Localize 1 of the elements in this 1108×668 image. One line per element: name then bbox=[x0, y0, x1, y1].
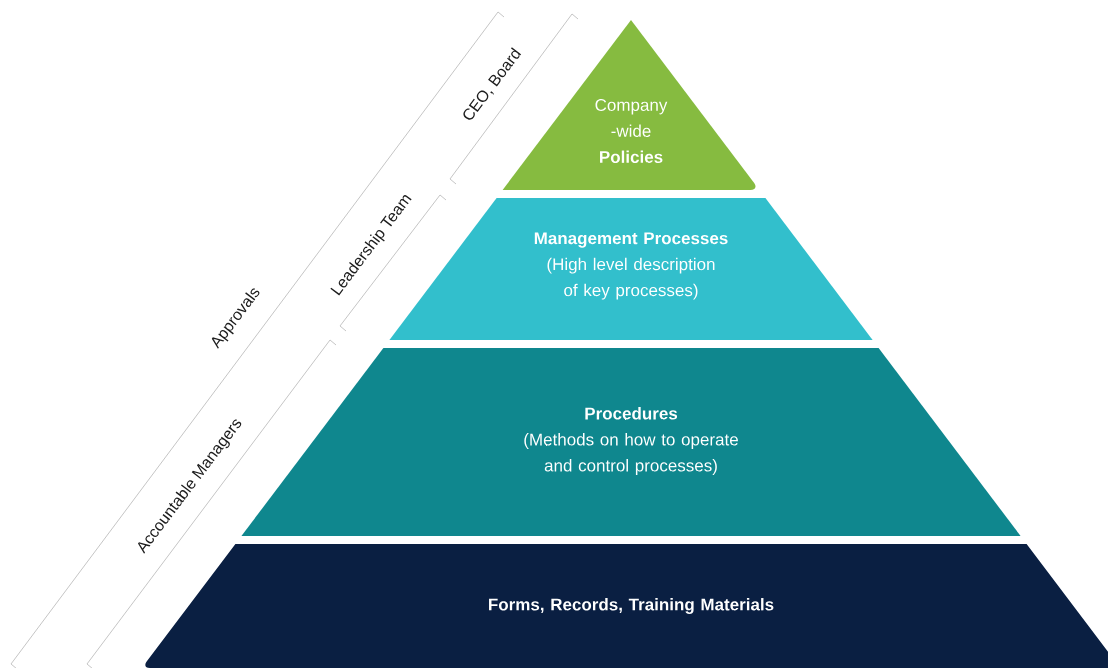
pyramid-tier: Procedures (Methods on how to operate and control processes) bbox=[241, 348, 1021, 536]
